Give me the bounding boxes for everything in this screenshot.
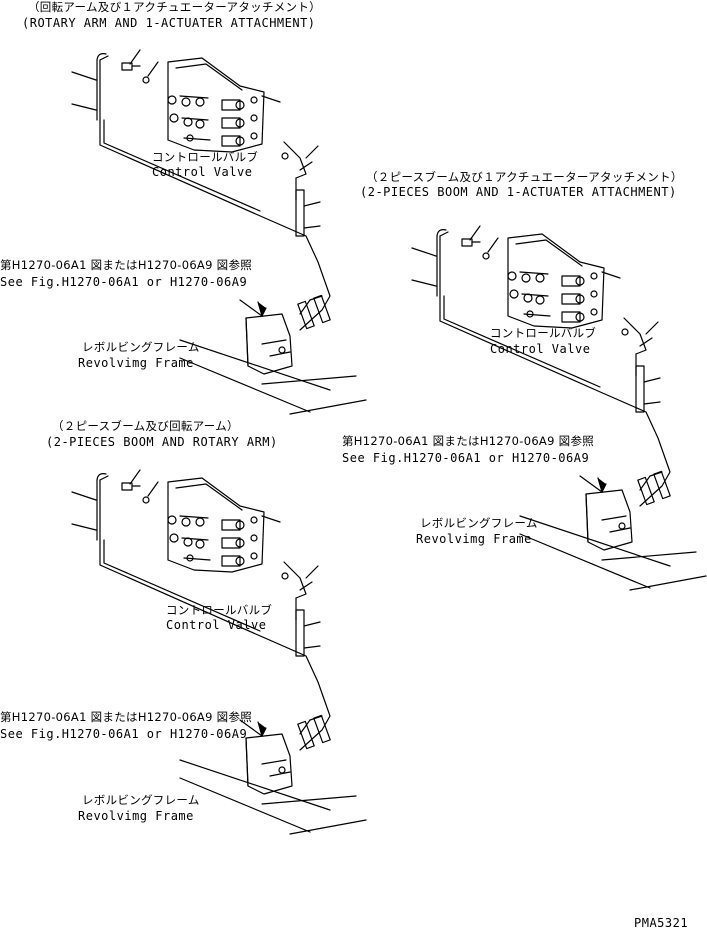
- section-1-valve-label-en: Control Valve: [152, 165, 253, 179]
- assembly-3-drawing: [71, 469, 367, 835]
- section-1-valve-label-jp: コントロールバルブ: [152, 150, 259, 164]
- section-2-title-jp: （２ピースブーム及び１アクチュエーターアタッチメント）: [366, 170, 683, 184]
- section-3-ref-jp: 第H1270-06A1 図またはH1270-06A9 図参照: [0, 710, 253, 724]
- section-1-title-jp: （回転アーム及び１アクチュエーターアタッチメント）: [28, 0, 321, 14]
- section-3-ref-en: See Fig.H1270-06A1 or H1270-06A9: [0, 727, 248, 741]
- section-1-title-en: (ROTARY ARM AND 1-ACTUATER ATTACHMENT): [22, 16, 316, 30]
- section-3-frame-label-en: Revolvimg Frame: [78, 809, 194, 823]
- section-2-ref-en: See Fig.H1270-06A1 or H1270-06A9: [342, 451, 590, 465]
- section-1-ref-en: See Fig.H1270-06A1 or H1270-06A9: [0, 275, 248, 289]
- section-3-frame-label-jp: レボルビングフレーム: [82, 793, 200, 807]
- section-2-frame-label-en: Revolvimg Frame: [416, 532, 532, 546]
- drawing-code: PMA5321: [634, 916, 689, 930]
- section-3-title-jp: （２ピースブーム及び回転アーム）: [52, 419, 239, 433]
- section-2-title-en: (2-PIECES BOOM AND 1-ACTUATER ATTACHMENT…: [360, 185, 677, 199]
- section-1-frame-label-en: Revolvimg Frame: [78, 356, 194, 370]
- section-2-valve-label-jp: コントロールバルブ: [490, 326, 597, 340]
- section-3-valve-label-jp: コントロールバルブ: [166, 603, 273, 617]
- section-2-frame-label-jp: レボルビングフレーム: [420, 516, 538, 530]
- section-1-ref-jp: 第H1270-06A1 図またはH1270-06A9 図参照: [0, 258, 253, 272]
- section-2-valve-label-en: Control Valve: [490, 342, 591, 356]
- section-2-ref-jp: 第H1270-06A1 図またはH1270-06A9 図参照: [342, 434, 595, 448]
- section-1-frame-label-jp: レボルビングフレーム: [82, 340, 200, 354]
- section-3-title-en: (2-PIECES BOOM AND ROTARY ARM): [46, 435, 278, 449]
- section-3-valve-label-en: Control Valve: [166, 618, 267, 632]
